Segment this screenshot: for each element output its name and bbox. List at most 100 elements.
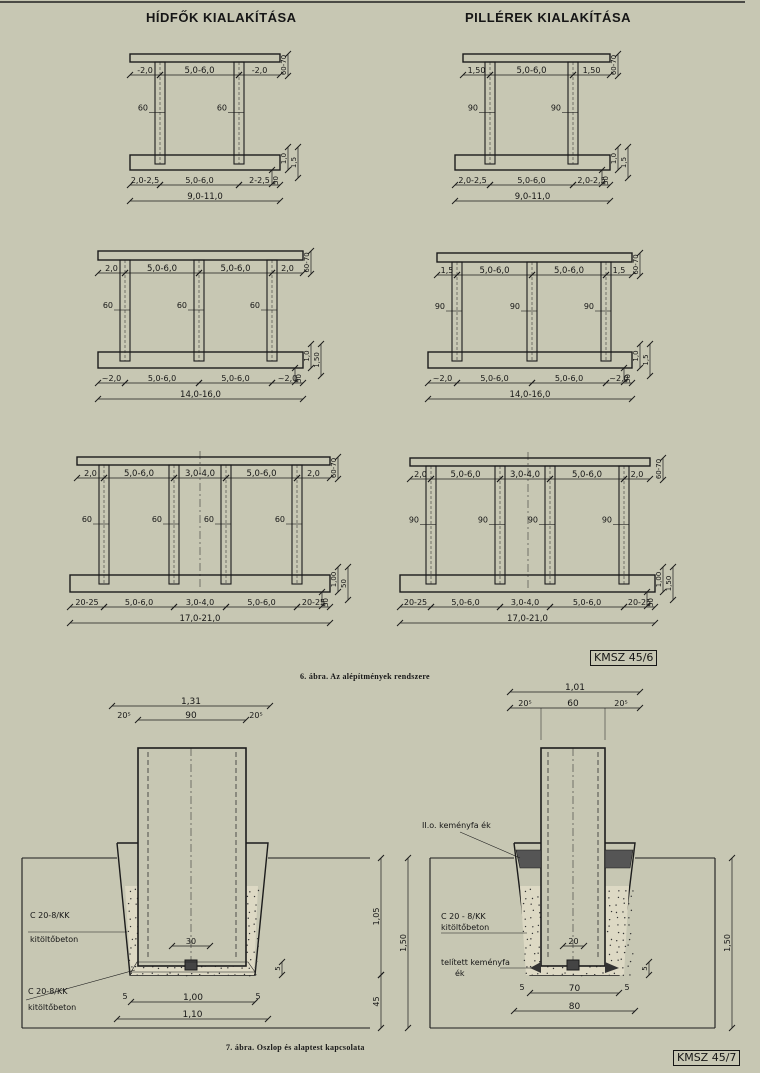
aggregate-dot	[526, 966, 528, 968]
dimension-tick	[646, 340, 654, 348]
aggregate-dot	[247, 917, 249, 919]
dimension-tick	[294, 143, 302, 151]
title-abutments: HÍDFŐK KIALAKÍTÁSA	[146, 10, 297, 25]
dimension-label: 2-2,5	[249, 176, 270, 185]
dimension-tick	[156, 71, 164, 79]
dimension-label: 60	[567, 699, 579, 709]
aggregate-dot	[253, 895, 256, 898]
dimension-tick	[121, 379, 129, 387]
dimension-tick	[669, 563, 677, 571]
dimension-label: 5,0-6,0	[124, 469, 154, 479]
concrete-note: C 20-8/KK	[30, 911, 70, 920]
dimension-label: 5,0-6,0	[517, 176, 545, 185]
dimension-tick	[728, 1024, 736, 1032]
dimension-label: 5	[641, 966, 649, 970]
aggregate-dot	[606, 930, 609, 933]
dimension-tick	[424, 395, 432, 403]
dimension-label: 1,0	[280, 153, 288, 164]
dimension-label: 60-70	[303, 252, 311, 272]
dimension-label: 3,0-4,0	[511, 598, 539, 607]
dimension-label: 60-70	[610, 55, 618, 75]
dimension-tick	[307, 364, 315, 372]
dimension-tick	[156, 181, 164, 189]
dimension-label: 5,0-6,0	[480, 374, 508, 383]
dimension-tick	[195, 269, 203, 277]
dimension-tick	[334, 475, 342, 483]
dimension-label: 17,0-21,0	[507, 614, 548, 624]
dimension-label: 5,0-6,0	[555, 374, 583, 383]
dimension-tick	[496, 603, 504, 611]
dimension-tick	[126, 181, 134, 189]
dimension-tick	[659, 454, 667, 462]
aggregate-dot	[532, 909, 535, 912]
dimension-tick	[651, 619, 659, 627]
aggregate-dot	[529, 965, 532, 968]
dimension-label: 5,0-6,0	[185, 176, 213, 185]
dimension-tick	[293, 603, 301, 611]
aggregate-dot	[572, 973, 575, 976]
dimension-tick	[645, 958, 653, 966]
aggregate-dot	[624, 945, 627, 948]
dimension-tick	[195, 379, 203, 387]
aggregate-dot	[142, 973, 144, 975]
dimension-label: 60	[138, 104, 148, 113]
dimension-label: 5,0-6,0	[450, 470, 480, 480]
dimension-tick	[404, 854, 412, 862]
hardwood-wedge	[515, 849, 542, 869]
dimension-label: -2,0	[252, 66, 268, 75]
dimension-label: 50	[602, 176, 610, 185]
dimension-tick	[126, 197, 134, 205]
dimension-label: 90	[510, 302, 520, 311]
aggregate-dot	[533, 952, 536, 955]
dimension-label: 1,50	[665, 576, 673, 592]
aggregate-dot	[617, 959, 619, 961]
dimension-label: 20	[568, 937, 578, 946]
concrete-note: C 20-8/KK	[28, 987, 68, 996]
dimension-label: 90	[409, 516, 419, 525]
aggregate-dot	[628, 917, 630, 919]
dimension-label: 60-70	[330, 458, 338, 478]
column	[451, 261, 463, 362]
concrete-note: kitöltőbeton	[28, 1003, 76, 1012]
dimension-label: 5,0-6,0	[554, 266, 584, 276]
aggregate-dot	[243, 973, 246, 976]
aggregate-dot	[537, 896, 539, 898]
dimension-tick	[293, 474, 301, 482]
aggregate-dot	[530, 938, 532, 940]
aggregate-dot	[585, 972, 588, 975]
dimension-tick	[377, 971, 385, 979]
dimension-label: 60-70	[632, 254, 640, 274]
dimension-tick	[659, 563, 667, 571]
dimension-label: 1,5	[620, 157, 628, 168]
aggregate-dot	[615, 911, 618, 914]
aggregate-dot	[608, 974, 610, 976]
dimension-tick	[222, 474, 230, 482]
aggregate-dot	[253, 930, 256, 933]
aggregate-dot	[537, 924, 540, 927]
dimension-tick	[299, 395, 307, 403]
aggregate-dot	[530, 903, 532, 905]
dimension-label: 17,0-21,0	[180, 614, 221, 624]
leader-line	[25, 969, 136, 1001]
aggregate-dot	[627, 965, 629, 967]
aggregate-dot	[134, 888, 137, 891]
aggregate-dot	[525, 898, 527, 900]
dimension-tick	[318, 602, 326, 610]
dimension-label: 2,0-2,5	[131, 176, 159, 185]
aggregate-dot	[185, 974, 188, 977]
dimension-label: 30	[186, 937, 196, 946]
aggregate-dot	[128, 910, 130, 912]
dimension-tick	[317, 372, 325, 380]
aggregate-dot	[257, 889, 260, 892]
dimension-label: 1,00	[655, 572, 663, 588]
dimension-tick	[377, 854, 385, 862]
concrete-note: kitöltőbeton	[30, 935, 78, 944]
aggregate-dot	[255, 918, 257, 920]
aggregate-dot	[220, 967, 222, 969]
aggregate-dot	[254, 966, 257, 969]
aggregate-dot	[538, 904, 540, 906]
dimension-tick	[453, 271, 461, 279]
